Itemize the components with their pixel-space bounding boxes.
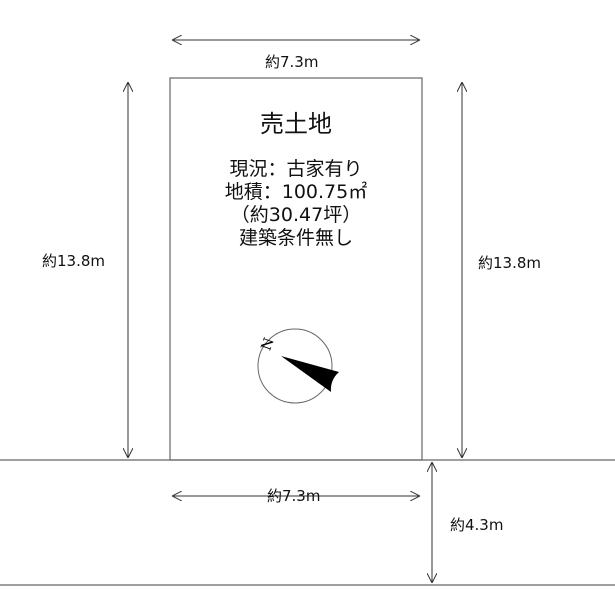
land-area-tsubo: （約30.47坪） [230,204,362,226]
top-width-label: 約7.3m [265,53,319,71]
left-depth-label: 約13.8m [42,252,106,270]
listing-title: 売土地 [260,110,332,138]
land-area: 地積：100.75㎡ [224,181,368,203]
current-status: 現況：古家有り [229,158,363,180]
svg-text:N: N [258,336,277,353]
road-width-label: 約4.3m [450,516,504,534]
right-depth-label: 約13.8m [478,254,542,272]
road-frontage-label: 約7.3m [267,487,321,505]
building-condition: 建築条件無し [238,227,353,249]
compass-icon: N [257,328,339,404]
